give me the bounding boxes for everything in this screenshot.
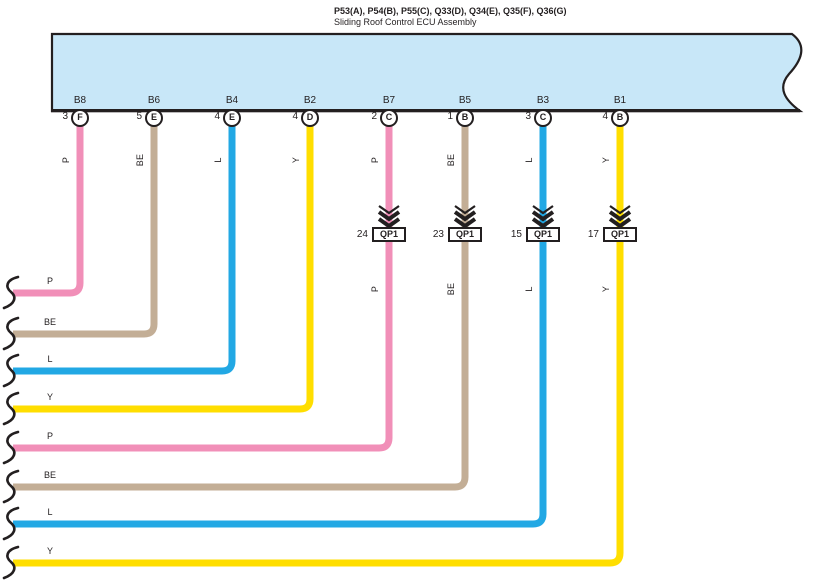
wire-color-label: Y [291, 156, 301, 164]
splice-pin-number: 17 [587, 229, 599, 240]
pin-number: 4 [292, 111, 298, 122]
wire-break-symbol [2, 545, 20, 580]
splice-pin-number: 15 [510, 229, 522, 240]
terminal-label: B3 [536, 95, 550, 106]
pin-number: 5 [136, 111, 142, 122]
wire-exit-label: P [46, 431, 53, 441]
wire-color-label: Y [601, 156, 611, 164]
terminal-label: B1 [613, 95, 627, 106]
splice-pin-number: 24 [356, 229, 368, 240]
wire-break-symbol [2, 506, 20, 541]
connector-code-circle[interactable]: E [223, 109, 241, 127]
wire-color-label: BE [446, 153, 456, 167]
terminal-label: B4 [225, 95, 239, 106]
connector-code-circle[interactable]: C [534, 109, 552, 127]
wire-break-symbol [2, 430, 20, 465]
wire-color-label: P [370, 156, 380, 164]
component-name: Sliding Roof Control ECU Assembly [334, 16, 477, 27]
splice-pin-number: 23 [432, 229, 444, 240]
wire-color-label: Y [601, 285, 611, 293]
connector-code-circle[interactable]: B [456, 109, 474, 127]
wire-break-symbol [2, 353, 20, 388]
terminal-label: B7 [382, 95, 396, 106]
wire-break-symbol [2, 391, 20, 426]
wire-b4-l [13, 126, 236, 375]
ecu-body-shape [50, 32, 804, 113]
pin-number: 4 [214, 111, 220, 122]
terminal-label: B8 [73, 95, 87, 106]
wire-break-symbol [2, 316, 20, 351]
wire-b1-y [13, 126, 624, 567]
splice-box[interactable]: QP1 [603, 227, 637, 242]
splice-box[interactable]: QP1 [448, 227, 482, 242]
splice-chevron-b5 [453, 205, 477, 229]
terminal-label: B2 [303, 95, 317, 106]
wire-color-label: P [61, 156, 71, 164]
wire-exit-label: Y [46, 392, 53, 402]
splice-chevron-b1 [608, 205, 632, 229]
wire-color-label: BE [135, 153, 145, 167]
connector-code-circle[interactable]: E [145, 109, 163, 127]
component-codes: P53(A), P54(B), P55(C), Q33(D), Q34(E), … [334, 6, 567, 16]
wire-color-label: L [524, 157, 534, 163]
wire-b2-y [13, 126, 314, 413]
pin-number: 2 [371, 111, 377, 122]
splice-box[interactable]: QP1 [372, 227, 406, 242]
wire-exit-label: BE [43, 470, 56, 480]
wire-break-symbol [2, 469, 20, 504]
connector-code-circle[interactable]: F [71, 109, 89, 127]
pin-number: 3 [62, 111, 68, 122]
pin-number: 4 [602, 111, 608, 122]
wire-color-label: L [213, 157, 223, 163]
terminal-label: B5 [458, 95, 472, 106]
wire-color-label: BE [446, 282, 456, 296]
wire-b8-p [13, 126, 84, 297]
connector-code-circle[interactable]: B [611, 109, 629, 127]
splice-chevron-b3 [531, 205, 555, 229]
wire-b7-p [13, 126, 393, 452]
splice-chevron-b7 [377, 205, 401, 229]
wire-b5-be [13, 126, 469, 491]
wire-color-label: L [524, 286, 534, 292]
pin-number: 1 [447, 111, 453, 122]
wire-b6-be [13, 126, 158, 338]
wire-exit-label: BE [43, 317, 56, 327]
wire-break-symbol [2, 275, 20, 310]
wire-exit-label: P [46, 276, 53, 286]
pin-number: 3 [525, 111, 531, 122]
connector-code-circle[interactable]: D [301, 109, 319, 127]
wire-color-label: P [370, 285, 380, 293]
wire-b3-l [13, 126, 547, 528]
splice-box[interactable]: QP1 [526, 227, 560, 242]
wire-exit-label: L [47, 354, 53, 364]
terminal-label: B6 [147, 95, 161, 106]
wire-exit-label: Y [46, 546, 53, 556]
connector-code-circle[interactable]: C [380, 109, 398, 127]
diagram-title: P53(A), P54(B), P55(C), Q33(D), Q34(E), … [334, 6, 567, 27]
wire-exit-label: L [47, 507, 53, 517]
